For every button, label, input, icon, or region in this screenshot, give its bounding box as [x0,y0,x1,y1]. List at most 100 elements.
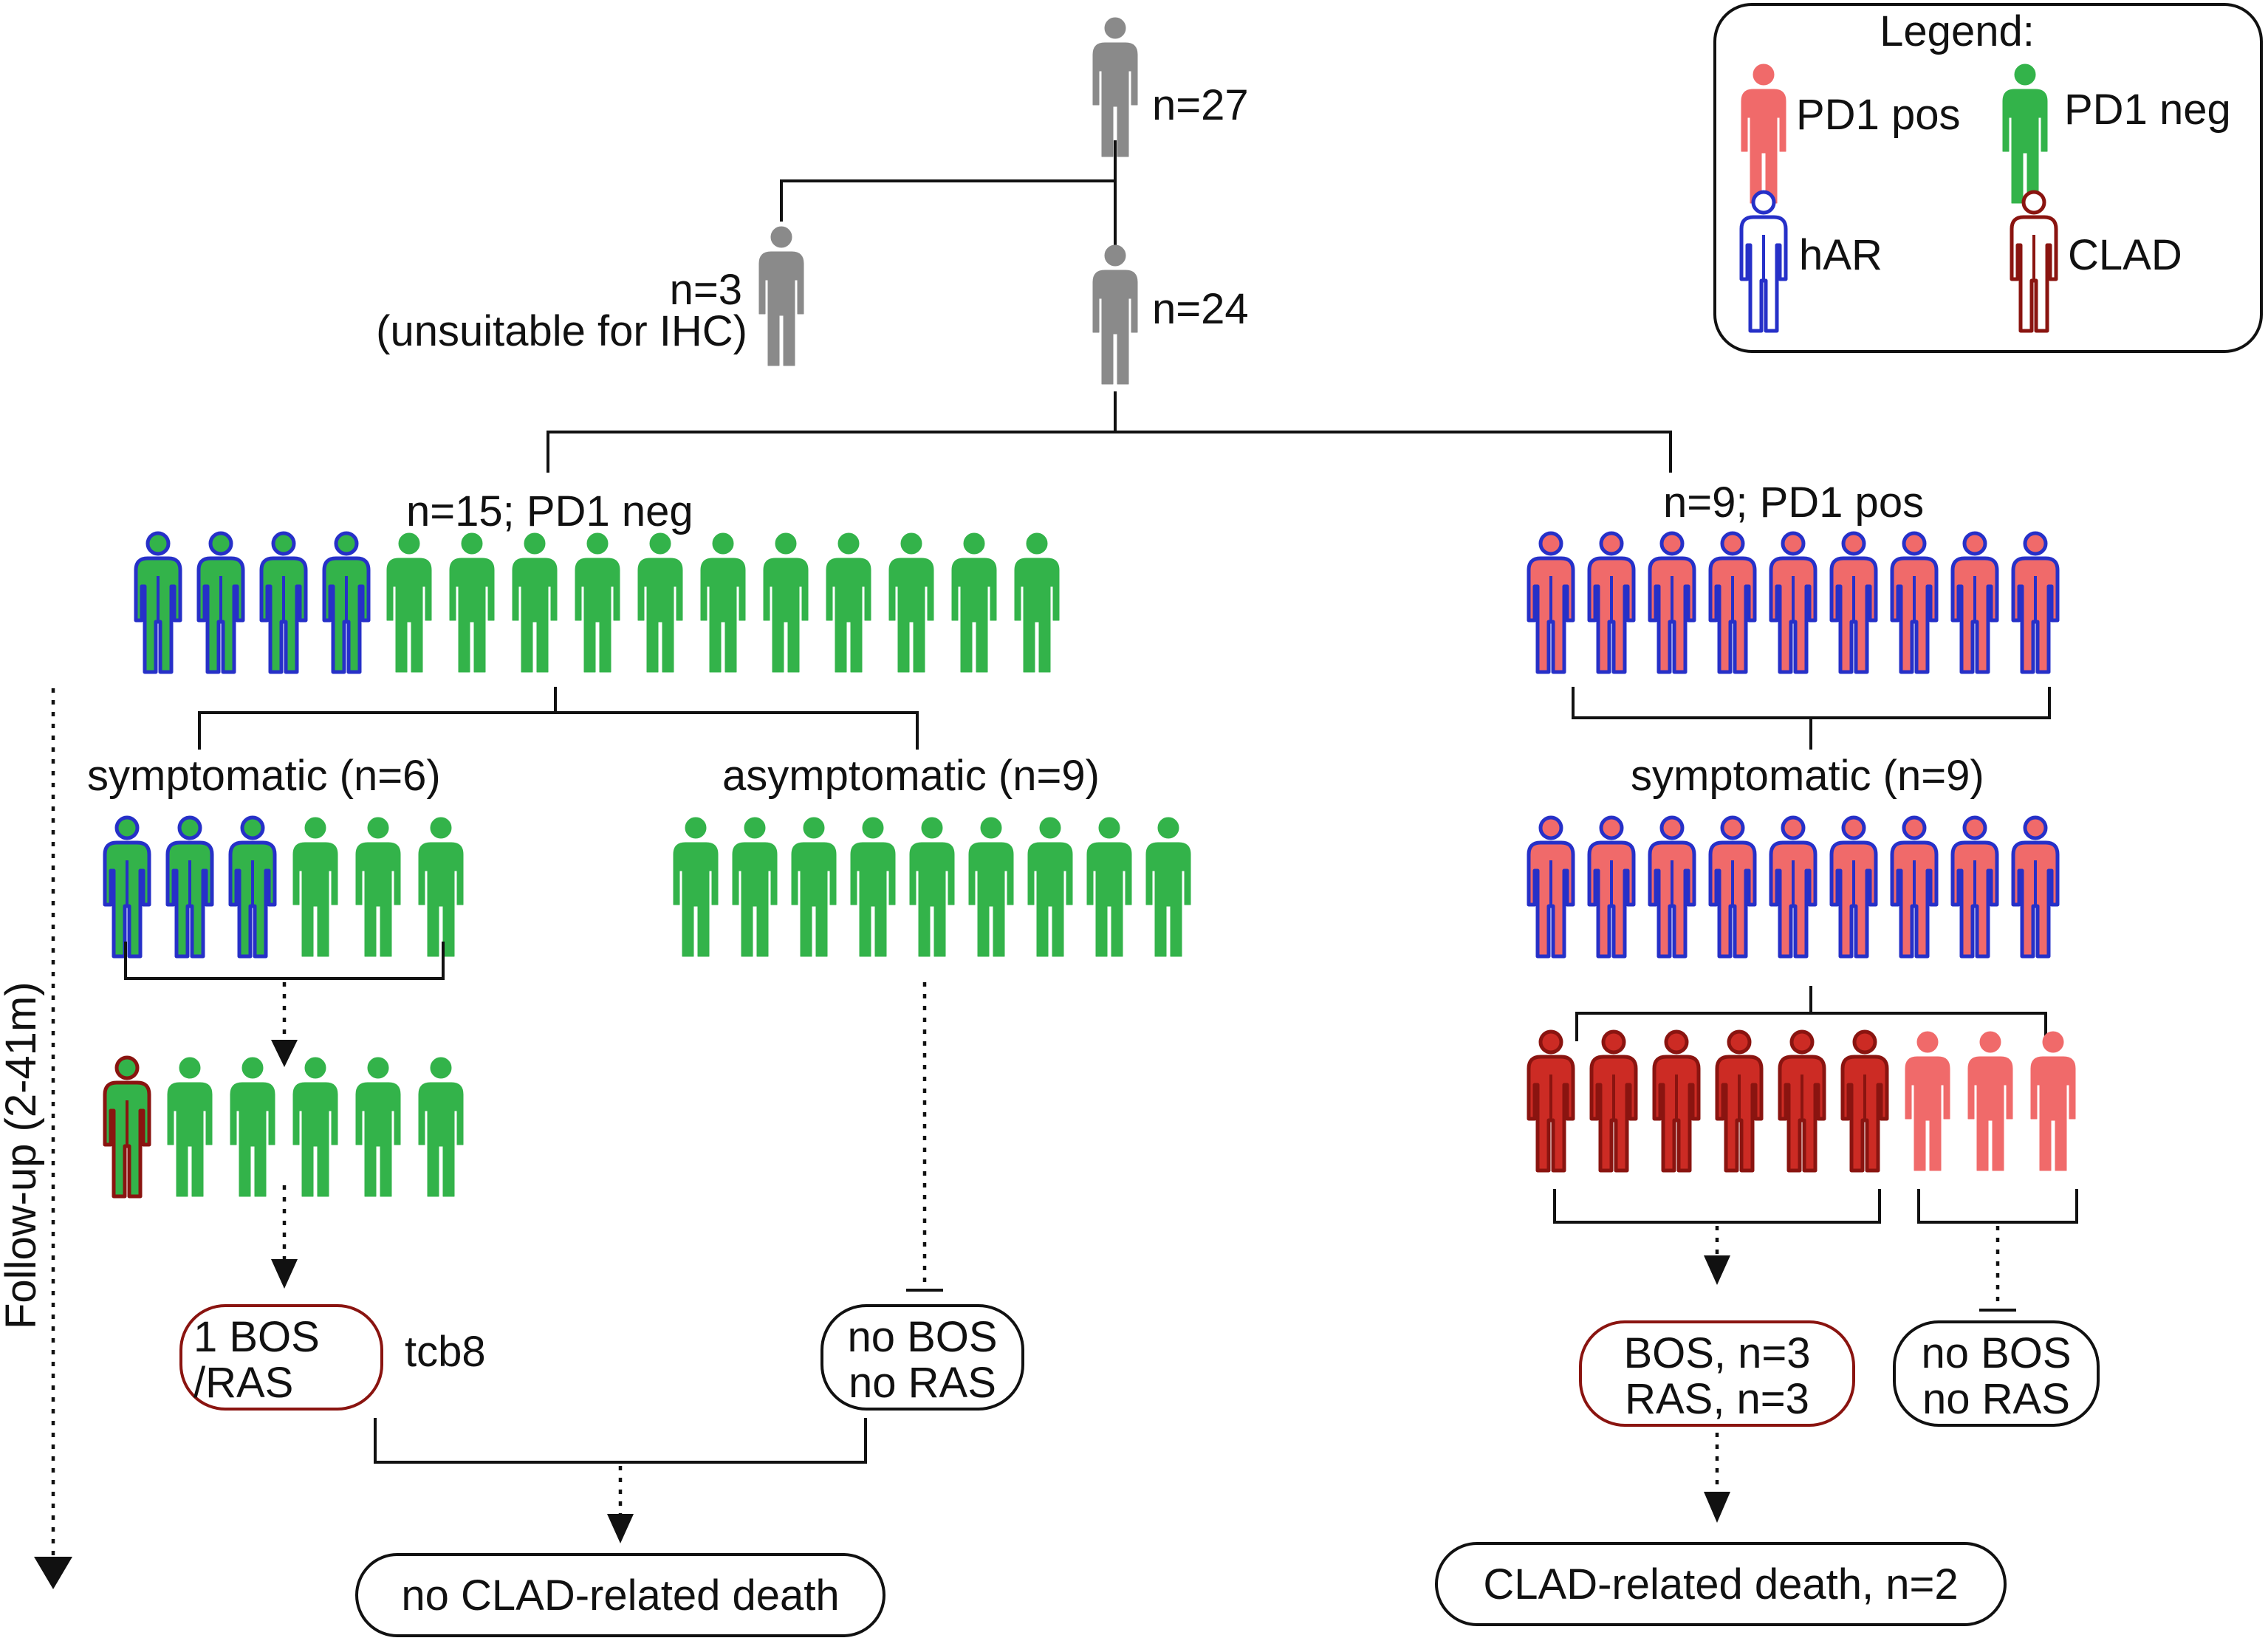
pos-final-label: CLAD-related death, n=2 [1483,1560,1958,1608]
pd1-neg-person-icon [575,532,620,673]
neg-symptomatic-arrowhead [271,1040,298,1067]
har-legend-person-icon [1739,190,1788,333]
neg-symptomatic-figures [103,815,464,959]
person-slot [1739,190,1788,333]
group-split-connector [547,391,1672,473]
har-pd1-pos-person-icon [1890,815,1939,959]
pos-symptomatic-figures [1527,815,2060,959]
included-count-label: n=24 [1152,285,1249,333]
excluded-reason-label: (unsuitable for IHC) [376,307,747,355]
har-pd1-pos-person-icon [1587,815,1636,959]
pd1-pos-person-icon [1905,1031,1950,1171]
har-pd1-pos-person-icon [1950,815,1999,959]
pd1-neg-person-icon [673,817,719,957]
neg-asymptomatic-figures [673,817,1191,957]
pd1-neg-person-icon [230,1057,275,1197]
har-pd1-pos-person-icon [1708,531,1757,674]
pd1-neg-person-icon [512,532,558,673]
har-pd1-neg-person-icon [228,815,277,959]
person-icon [1092,17,1138,157]
pd1-neg-person-icon [167,1057,213,1197]
pd1-pos-person-icon [2030,1031,2076,1171]
pd1-neg-person-icon [888,532,934,673]
neg-symptomatic-bracket [124,942,445,980]
legend-box [1713,3,2263,353]
pd1-neg-person-icon [909,817,955,957]
pd1-neg-person-icon [355,817,401,957]
neg-final-label: no CLAD-related death [401,1572,839,1620]
pd1-neg-person-icon [386,532,432,673]
pos-nonclad-outcome-line1: no BOS [1921,1329,2071,1377]
har-pd1-pos-person-icon [1648,531,1696,674]
neg-symptomatic-outcome-note: tcb8 [405,1328,486,1376]
asymptomatic-outcome-line2: no RAS [849,1359,996,1407]
pd1-neg-person-icon [1027,817,1073,957]
har-pd1-pos-person-icon [1890,531,1939,674]
pos-nonclad-outcome-line2: no RAS [1922,1375,2070,1423]
pos-group-bracket [1572,687,2051,750]
neg-split-connector [198,687,919,750]
har-pd1-pos-person-icon [1829,815,1878,959]
pos-clad-bracket [1553,1189,1881,1224]
har-pd1-neg-person-icon [134,531,182,674]
pos-clad-outcome-line1: BOS, n=3 [1623,1329,1810,1377]
pd1-neg-person-icon [418,1057,464,1197]
pd1-neg-person-icon [763,532,809,673]
neg-outcome-arrowhead [271,1259,298,1289]
person-slot [1092,244,1138,385]
person-slot [1092,17,1138,157]
pd1-neg-person-icon [637,532,683,673]
clad-pd1-pos-person-icon [1840,1029,1889,1173]
neg-symptomatic-label: symptomatic (n=6) [87,752,441,800]
har-pd1-neg-person-icon [322,531,371,674]
har-pd1-pos-person-icon [1527,815,1575,959]
legend-har-label: hAR [1799,231,1882,279]
pos-final-arrowhead [1704,1492,1730,1523]
followup-axis-arrowhead [34,1557,72,1589]
clad-pd1-pos-person-icon [1715,1029,1764,1173]
neg-group-label: n=15; PD1 neg [406,487,693,535]
pd1-neg-person-icon [2002,64,2048,204]
person-icon [758,226,804,366]
pd1-neg-person-icon [732,817,778,957]
clad-legend-person-icon [2010,190,2058,333]
neg-group-figures [134,531,1060,674]
neg-followup-figures [103,1055,464,1199]
pd1-neg-person-icon [418,817,464,957]
followup-axis-label: Follow-up (2-41m) [0,981,45,1329]
neg-final-arrowhead [607,1514,634,1543]
pd1-neg-person-icon [850,817,896,957]
legend-clad-label: CLAD [2068,231,2182,279]
excluded-count-label: n=3 [670,266,742,314]
person-icon [1092,244,1138,385]
pd1-neg-person-icon [700,532,746,673]
clad-pd1-pos-person-icon [1527,1029,1575,1173]
pos-group-figures [1527,531,2060,674]
legend-pd1-neg-label: PD1 neg [2064,86,2231,134]
neg-symptomatic-outcome-line1: 1 BOS [193,1313,320,1361]
pd1-neg-person-icon [951,532,997,673]
person-slot [2010,190,2058,333]
pd1-pos-person-icon [1967,1031,2013,1171]
pos-group-label: n=9; PD1 pos [1663,479,1924,527]
pd1-neg-person-icon [1014,532,1060,673]
pd1-neg-person-icon [292,817,338,957]
pd1-neg-person-icon [826,532,871,673]
total-count-label: n=27 [1152,81,1249,129]
har-pd1-neg-person-icon [103,815,151,959]
pd1-neg-person-icon [1145,817,1191,957]
har-pd1-pos-person-icon [1829,531,1878,674]
har-pd1-pos-person-icon [1769,815,1818,959]
pos-clad-outcome-line2: RAS, n=3 [1625,1375,1809,1423]
har-pd1-pos-person-icon [2011,815,2060,959]
pos-final-box [1435,1542,2007,1626]
legend-pd1-pos-label: PD1 pos [1796,91,1960,139]
har-pd1-neg-person-icon [259,531,308,674]
har-pd1-pos-person-icon [1587,531,1636,674]
pd1-neg-person-icon [355,1057,401,1197]
person-slot [2002,64,2048,204]
neg-asymptomatic-label: asymptomatic (n=9) [722,752,1100,800]
har-pd1-pos-person-icon [1950,531,1999,674]
person-slot [758,226,804,366]
